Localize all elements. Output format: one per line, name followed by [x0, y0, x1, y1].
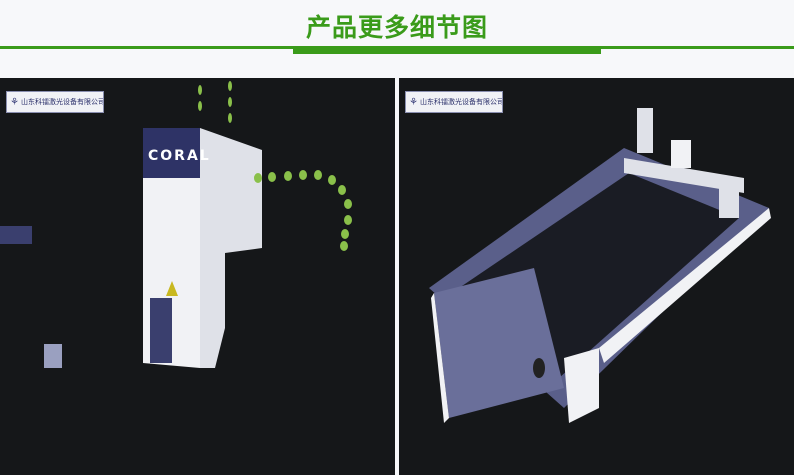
- laser-head-illustration: [0, 81, 352, 368]
- company-logo: ⚘山东科镭激光设备有限公司: [405, 91, 503, 113]
- product-detail-photo-laser-head: CORAL ⚘山东科镭激光设备有限公司: [0, 78, 395, 475]
- section-title: 产品更多细节图: [305, 13, 488, 42]
- logo-icon: ⚘: [10, 96, 19, 108]
- company-logo: ⚘山东科镭激光设备有限公司: [6, 91, 104, 113]
- product-detail-photo-cutting-machine: ⚘山东科镭激光设备有限公司: [399, 78, 794, 475]
- logo-text: 山东科镭激光设备有限公司: [20, 98, 104, 106]
- brand-label: CORAL: [148, 148, 211, 164]
- logo-text: 山东科镭激光设备有限公司: [419, 98, 503, 106]
- cutting-machine-illustration: [429, 108, 771, 423]
- logo-icon: ⚘: [409, 96, 418, 108]
- title-accent-bar: [293, 46, 601, 54]
